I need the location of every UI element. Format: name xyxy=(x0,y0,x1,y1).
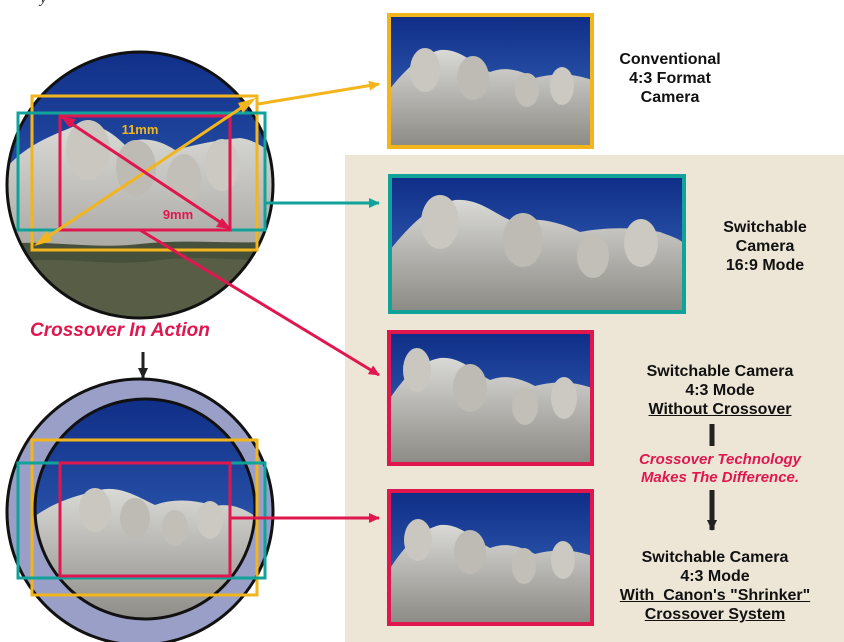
caption-43-with-line-4: Crossover System xyxy=(644,606,786,623)
label-9mm: 9mm xyxy=(163,207,193,222)
caption-43-without-line-1: Switchable Camera xyxy=(646,363,794,380)
photo-169-mode xyxy=(388,174,686,314)
caption-conventional-line-1: Conventional xyxy=(619,51,721,68)
caption-169-line-3: 16:9 Mode xyxy=(725,257,805,274)
caption-43-with-line-3: With Canon's "Shrinker" xyxy=(619,587,811,604)
caption-169-line-2: Camera xyxy=(735,238,795,255)
bottom-lens-circle xyxy=(5,377,275,642)
caption-conventional: Conventional 4:3 Format Camera xyxy=(600,50,740,107)
label-11mm: 11mm xyxy=(122,122,159,137)
caption-169-line-1: Switchable xyxy=(723,219,807,236)
caption-169-mode: Switchable Camera 16:9 Mode xyxy=(700,218,830,275)
caption-conventional-line-2: 4:3 Format xyxy=(629,70,711,87)
crossover-in-action-label: Crossover In Action xyxy=(30,320,210,341)
top-cut-text: y xyxy=(40,0,47,8)
photo-43-without-crossover xyxy=(387,330,594,466)
photo-conventional xyxy=(387,13,594,149)
caption-43-without-line-3: Without Crossover xyxy=(648,401,792,418)
caption-43-without-line-2: 4:3 Mode xyxy=(685,382,755,399)
caption-43-without: Switchable Camera 4:3 Mode Without Cross… xyxy=(620,362,820,419)
caption-conventional-line-3: Camera xyxy=(640,89,700,106)
crossover-technology-label: Crossover Technology Makes The Differenc… xyxy=(610,451,830,487)
arrow-to-43-without xyxy=(139,228,380,377)
crossover-technology-line-2: Makes The Difference. xyxy=(640,469,800,486)
caption-43-with: Switchable Camera 4:3 Mode With Canon's … xyxy=(600,548,830,624)
caption-43-with-line-1: Switchable Camera xyxy=(641,549,789,566)
caption-43-with-line-2: 4:3 Mode xyxy=(680,568,750,585)
arrow-to-conventional xyxy=(257,80,380,106)
crossover-technology-line-1: Crossover Technology xyxy=(639,451,801,468)
photo-43-with-crossover xyxy=(387,489,594,626)
top-lens-circle xyxy=(5,50,275,320)
